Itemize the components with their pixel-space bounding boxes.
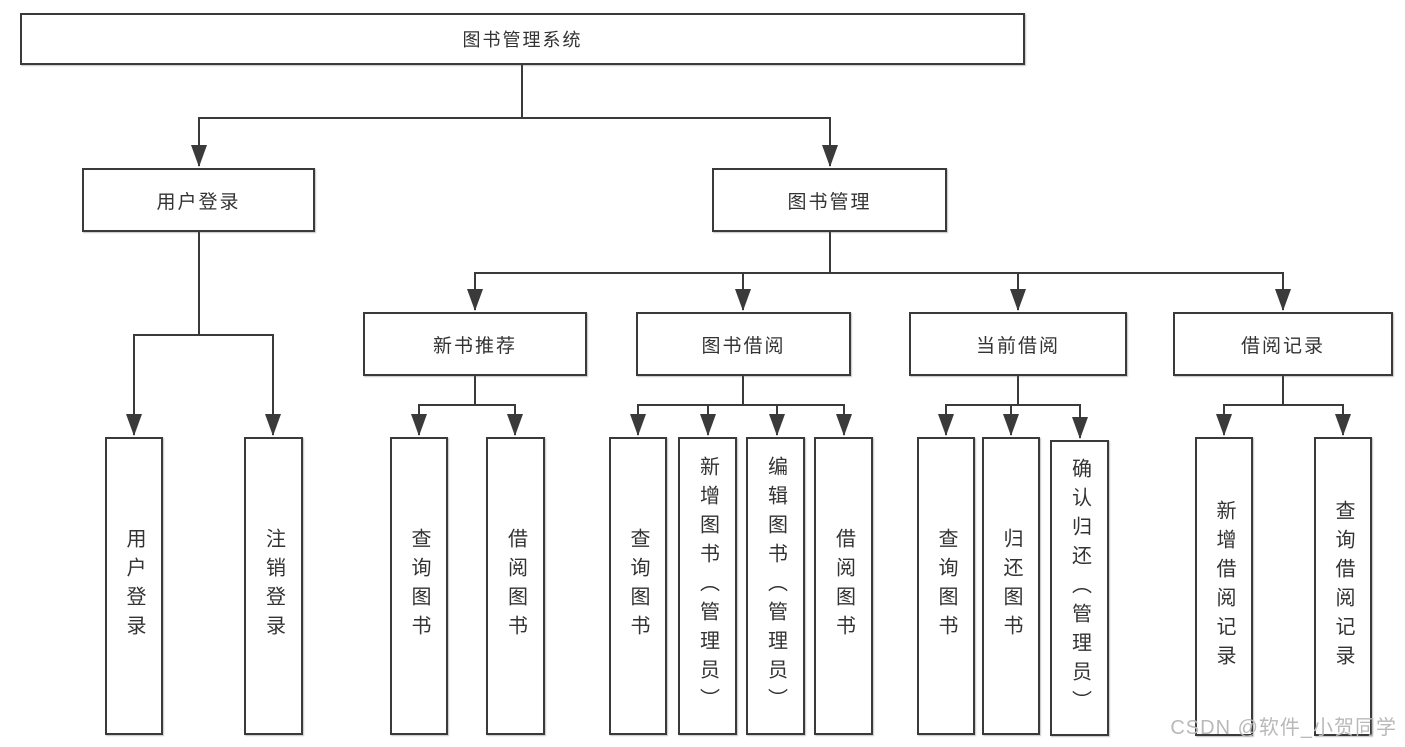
leaf-edit-book-admin: 编辑图书（管理员） xyxy=(746,437,805,735)
leaf-query-borrow-record: 查询借阅记录 xyxy=(1314,437,1372,736)
node-book-borrow: 图书借阅 xyxy=(636,312,851,376)
node-user-login: 用户登录 xyxy=(82,168,315,232)
connector-root-to-level2 xyxy=(191,65,838,167)
node-new-book-recommend: 新书推荐 xyxy=(363,312,587,376)
leaf-confirm-return-admin: 确认归还（管理员） xyxy=(1050,440,1109,736)
connector-user-login-children xyxy=(126,232,281,436)
connector-new-book-recommend-children xyxy=(411,376,523,436)
node-root-library-system: 图书管理系统 xyxy=(20,13,1025,65)
leaf-logout: 注销登录 xyxy=(244,437,303,735)
connector-current-borrow-children xyxy=(938,376,1088,439)
leaf-borrow-books-recommend: 借阅图书 xyxy=(486,437,545,735)
leaf-query-books-borrow: 查询图书 xyxy=(609,437,667,735)
leaf-add-book-admin: 新增图书（管理员） xyxy=(678,437,737,735)
leaf-add-borrow-record: 新增借阅记录 xyxy=(1195,437,1253,736)
leaf-return-book: 归还图书 xyxy=(982,437,1040,735)
leaf-query-books-recommend: 查询图书 xyxy=(390,437,448,735)
node-borrow-records: 借阅记录 xyxy=(1173,312,1393,376)
node-current-borrow: 当前借阅 xyxy=(909,312,1127,376)
node-book-management: 图书管理 xyxy=(712,168,947,232)
leaf-query-books-current: 查询图书 xyxy=(917,437,975,735)
leaf-user-login: 用户登录 xyxy=(105,437,163,735)
leaf-borrow-books: 借阅图书 xyxy=(814,437,873,735)
connector-book-management-children xyxy=(467,232,1291,311)
connector-borrow-records-children xyxy=(1216,376,1351,436)
connector-book-borrow-children xyxy=(630,376,852,436)
csdn-watermark: CSDN @软件_小贺同学 xyxy=(1170,717,1397,739)
